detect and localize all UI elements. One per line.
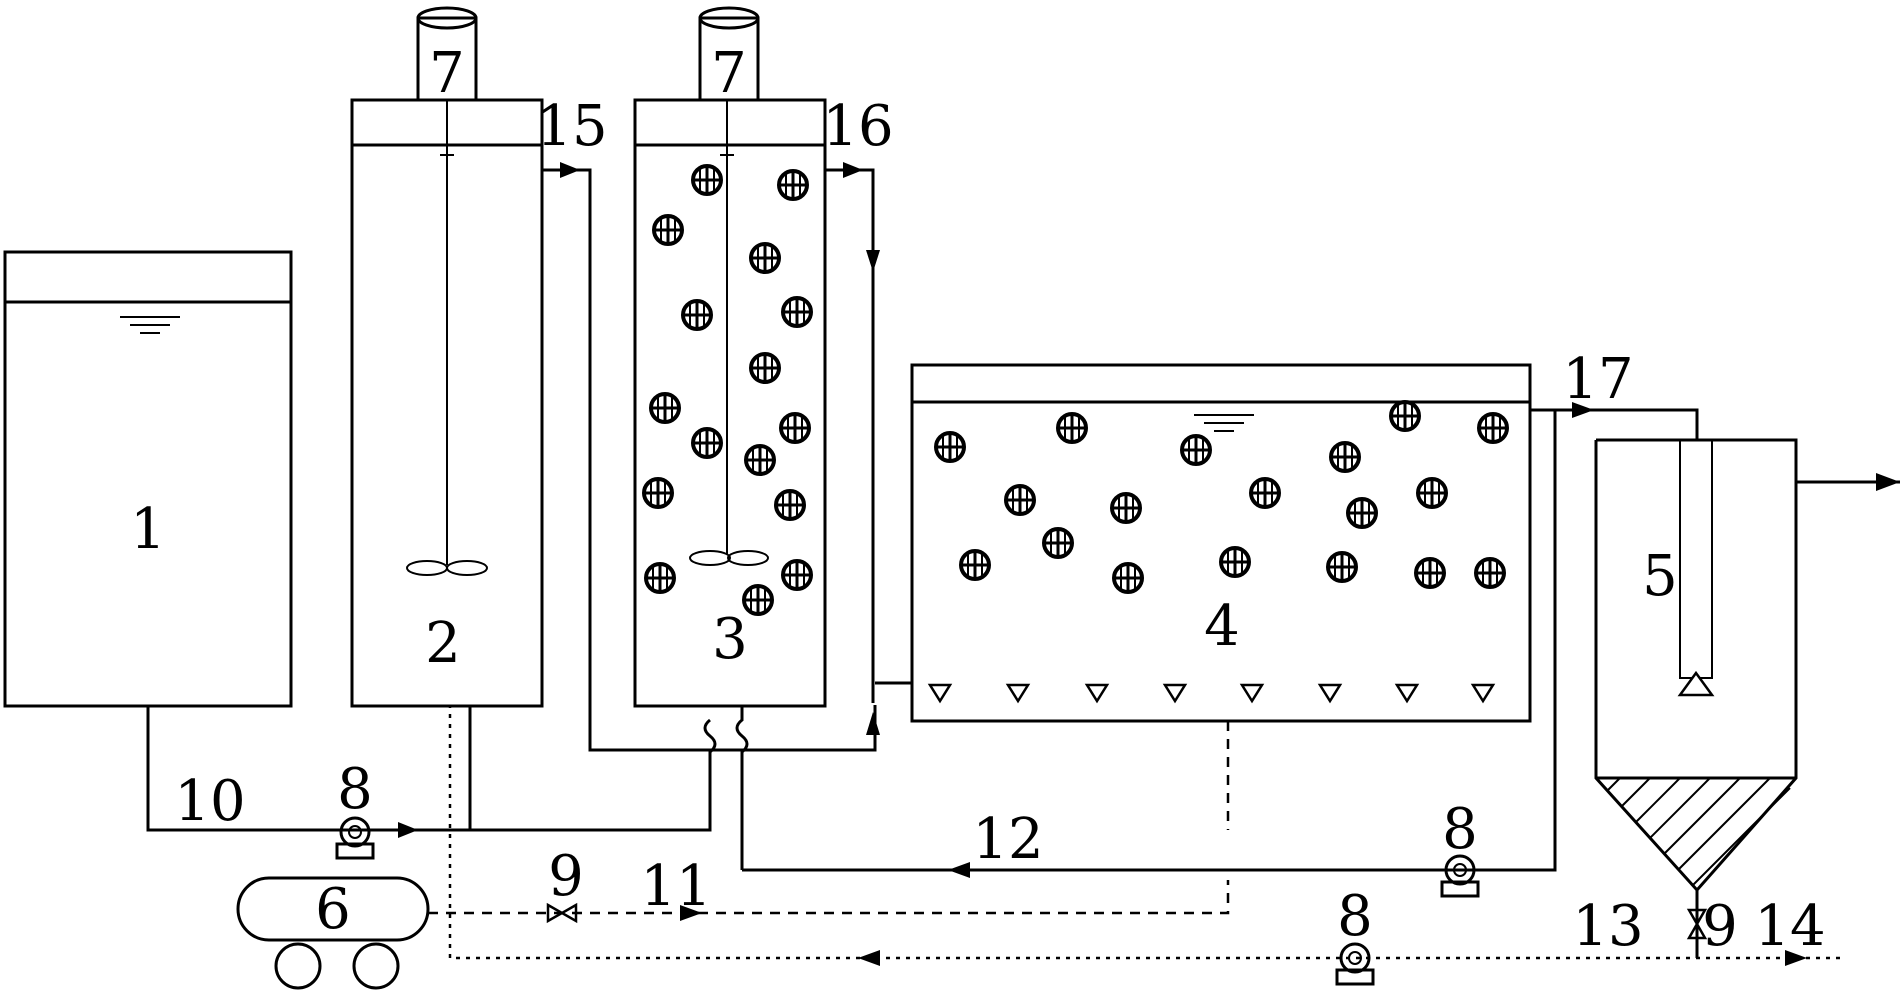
tank-5-label: 5	[1642, 544, 1678, 609]
tank-4-label: 4	[1204, 594, 1240, 659]
line-10-label: 10	[174, 769, 245, 834]
pipe-16	[825, 168, 875, 703]
valve-sludge: 9	[1687, 894, 1738, 959]
line-14-label: 14	[1754, 894, 1825, 959]
valve-sludge-label: 9	[1702, 894, 1738, 959]
pipe-13	[448, 706, 1840, 960]
line-13-label: 13	[1572, 894, 1643, 959]
pipe-17	[1555, 408, 1699, 440]
motor-left-label: 7	[429, 41, 465, 106]
aeration-diffusers	[928, 683, 1495, 703]
line-17-label: 17	[1562, 347, 1633, 412]
motor-right-label: 7	[711, 41, 747, 106]
line-16-label: 16	[822, 94, 893, 159]
line-12-label: 12	[972, 807, 1043, 872]
pipe-11	[428, 880, 1230, 915]
tank-1-label: 1	[130, 497, 166, 562]
pump-return-label: 8	[1442, 797, 1478, 862]
tank-3-label: 3	[712, 607, 748, 672]
tank-2: 2	[350, 98, 544, 708]
line-11-label: 11	[640, 854, 711, 919]
valve-air-label: 9	[548, 844, 584, 909]
compressor-label: 6	[315, 877, 351, 942]
pump-sludge-label: 8	[1337, 884, 1373, 949]
tank-5: 5	[1594, 438, 1798, 893]
motor-right: 7	[698, 6, 760, 106]
air-compressor: 6	[236, 876, 430, 990]
sludge-hopper-hatch	[1607, 777, 1791, 887]
pump-feed: 8	[335, 757, 375, 860]
tank-2-label: 2	[425, 611, 461, 676]
tank-3: 3	[633, 98, 827, 708]
tank-4: 4	[910, 363, 1532, 723]
line-15-label: 15	[536, 94, 607, 159]
pump-return: 8	[1440, 797, 1480, 898]
tank-1: 1	[3, 250, 293, 708]
valve-air: 9	[546, 844, 584, 923]
motor-left: 7	[416, 6, 478, 106]
pipe-12	[742, 408, 1557, 872]
pump-feed-label: 8	[337, 757, 373, 822]
pipelines	[146, 162, 1900, 966]
pump-sludge: 8	[1335, 884, 1375, 986]
pipe-10	[146, 706, 712, 832]
